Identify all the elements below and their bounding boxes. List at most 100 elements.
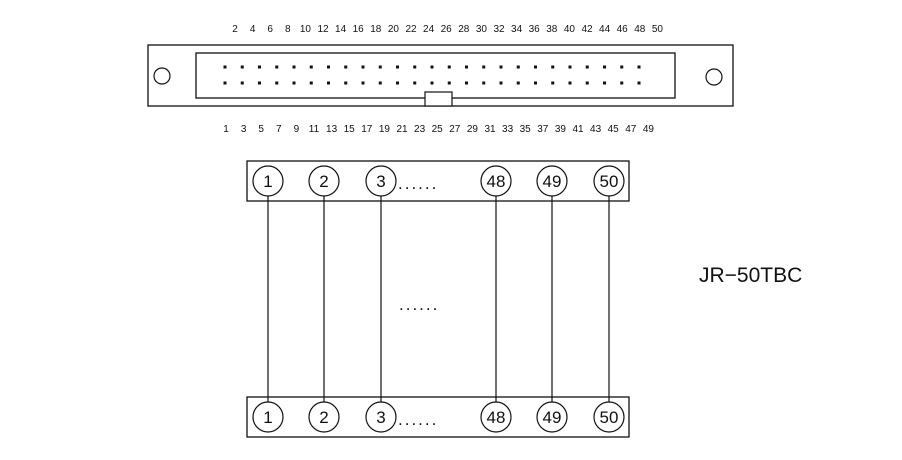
pin-square <box>344 81 348 85</box>
bottom-terminal-circle-48 <box>480 401 512 433</box>
bottom-terminal-circle-1 <box>252 401 284 433</box>
pin-square <box>516 65 520 69</box>
top-terminal-circle-50 <box>593 165 625 197</box>
top-terminal-label-3: 3 <box>376 172 385 191</box>
top-terminal-label-50: 50 <box>600 172 619 191</box>
pin-square <box>551 81 555 85</box>
top-terminal-label-2: 2 <box>319 172 328 191</box>
pin-label-29: 29 <box>467 124 479 135</box>
pin-square <box>223 65 227 69</box>
wires <box>267 196 610 402</box>
top-terminal-label-1: 1 <box>263 172 272 191</box>
pin-square <box>534 65 537 69</box>
pin-square <box>309 81 313 85</box>
pin-square <box>361 81 365 85</box>
pin-square <box>585 65 589 69</box>
pin-square <box>482 65 486 69</box>
pin-squares <box>223 65 641 85</box>
pin-label-38: 38 <box>546 24 558 35</box>
pin-label-18: 18 <box>370 24 382 35</box>
pin-square <box>516 81 520 85</box>
pin-label-12: 12 <box>317 24 329 35</box>
top-terminal-label-49: 49 <box>543 172 562 191</box>
pin-square <box>551 65 555 69</box>
pin-square <box>637 81 641 85</box>
pin-label-9: 9 <box>294 124 300 135</box>
bottom-terminal-label-1: 1 <box>263 408 272 427</box>
pin-square <box>396 81 399 85</box>
pin-label-8: 8 <box>285 24 291 35</box>
pin-square <box>292 81 296 85</box>
pin-square <box>499 81 503 85</box>
pin-label-49: 49 <box>643 124 655 135</box>
top-terminal-circle-2 <box>308 165 340 197</box>
pin-square <box>327 65 330 69</box>
pin-label-26: 26 <box>441 24 453 35</box>
pin-square <box>637 65 641 69</box>
pin-label-1: 1 <box>223 124 229 135</box>
top-terminal-label-48: 48 <box>487 172 506 191</box>
top-terminal-circle-49 <box>536 165 568 197</box>
pin-label-25: 25 <box>432 124 444 135</box>
pin-label-37: 37 <box>537 124 549 135</box>
pin-label-24: 24 <box>423 24 435 35</box>
pin-label-22: 22 <box>405 24 417 35</box>
pin-label-10: 10 <box>300 24 312 35</box>
pin-square <box>240 81 244 85</box>
pin-square <box>396 65 399 69</box>
pin-label-46: 46 <box>617 24 629 35</box>
pin-label-34: 34 <box>511 24 523 35</box>
bottom-terminal-label-50: 50 <box>600 408 619 427</box>
pin-square <box>413 81 417 85</box>
pin-label-6: 6 <box>267 24 273 35</box>
pin-square <box>240 65 244 69</box>
pin-label-4: 4 <box>250 24 256 35</box>
pin-label-20: 20 <box>388 24 400 35</box>
top-strip-ellipsis: ...... <box>398 174 438 193</box>
pin-square <box>327 81 330 85</box>
pin-label-15: 15 <box>344 124 356 135</box>
pin-square <box>603 81 606 85</box>
pin-label-28: 28 <box>458 24 470 35</box>
pin-square <box>361 65 365 69</box>
pin-square <box>292 65 296 69</box>
pin-square <box>378 65 382 69</box>
top-terminal-strip <box>246 160 630 202</box>
pin-square <box>275 65 279 69</box>
left-mounting-hole <box>153 67 171 85</box>
pin-label-21: 21 <box>396 124 408 135</box>
pin-label-5: 5 <box>258 124 264 135</box>
pin-label-16: 16 <box>353 24 365 35</box>
pin-square <box>223 81 227 85</box>
pin-square <box>413 65 417 69</box>
pin-label-27: 27 <box>449 124 461 135</box>
pin-square <box>465 65 468 69</box>
pin-square <box>258 81 261 85</box>
bottom-terminal-label-49: 49 <box>543 408 562 427</box>
pin-label-41: 41 <box>572 124 584 135</box>
pin-label-3: 3 <box>241 124 247 135</box>
polarization-key <box>424 91 453 107</box>
pin-square <box>258 65 261 69</box>
bottom-strip-ellipsis: ...... <box>398 410 438 429</box>
bottom-terminal-label-3: 3 <box>376 408 385 427</box>
pin-label-42: 42 <box>581 24 593 35</box>
pin-label-31: 31 <box>484 124 496 135</box>
pin-label-2: 2 <box>232 24 238 35</box>
pin-square <box>568 81 572 85</box>
pin-label-19: 19 <box>379 124 391 135</box>
pin-square <box>378 81 382 85</box>
pin-label-23: 23 <box>414 124 426 135</box>
pin-square <box>620 81 624 85</box>
pin-square <box>585 81 589 85</box>
pin-label-36: 36 <box>529 24 541 35</box>
pin-label-7: 7 <box>276 124 282 135</box>
pin-square <box>499 65 503 69</box>
pin-label-45: 45 <box>608 124 620 135</box>
pin-label-43: 43 <box>590 124 602 135</box>
top-terminal-circle-1 <box>252 165 284 197</box>
